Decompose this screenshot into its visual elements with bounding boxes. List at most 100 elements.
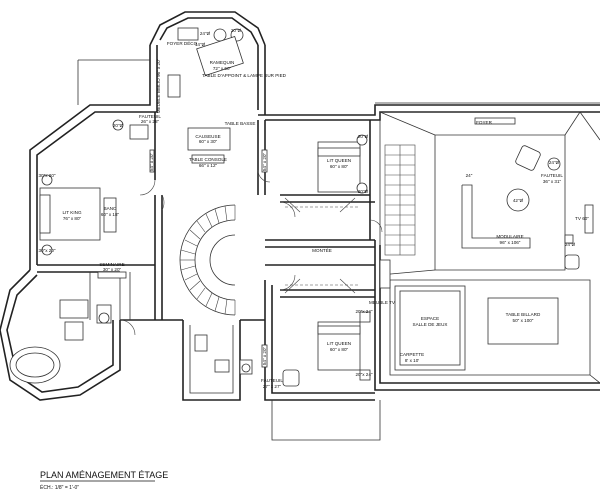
lbl-table-billard-size: 50" x 100" bbox=[513, 318, 534, 323]
lbl-fauteuil-right: FAUTEUIL bbox=[541, 173, 563, 178]
lbl-nightstand-b: 20"Ø bbox=[358, 189, 369, 194]
lbl-causeuse: CAUSEUSE bbox=[195, 134, 220, 139]
seminaire-shape bbox=[97, 271, 127, 279]
family-room-furniture bbox=[461, 117, 594, 270]
lbl-lit-queen-bot-size: 60" x 80" bbox=[330, 347, 349, 352]
bedside-top-shape bbox=[41, 174, 53, 186]
lbl-30x20-b: 30"x 20" bbox=[38, 248, 55, 253]
lbl-foyer: FOYER bbox=[476, 120, 493, 125]
lbl-lit-queen-top: LIT QUEEN bbox=[327, 158, 351, 163]
table-console-shape bbox=[191, 154, 225, 164]
modulaire-shape bbox=[461, 184, 531, 249]
meuble-biblio-shape bbox=[167, 74, 181, 98]
lbl-table-console: TABLE CONSOLE bbox=[189, 157, 227, 162]
lbl-lit-queen-bot: LIT QUEEN bbox=[327, 341, 351, 346]
side-chair-shape bbox=[564, 254, 580, 270]
central-spiral-staircase bbox=[179, 204, 236, 316]
lbl-24b: 24"Ø bbox=[565, 242, 576, 247]
meuble-54x20-b-shape bbox=[261, 149, 268, 173]
interior-walls bbox=[37, 112, 381, 320]
lbl-fauteuil-bot: FAUTEUIL bbox=[261, 378, 283, 383]
plan-title-block: PLAN AMÉNAGEMENT ÉTAGE ÉCH.: 1/8" = 1'-0… bbox=[40, 470, 168, 491]
foyer-shape bbox=[474, 117, 516, 125]
table-42-shape bbox=[506, 188, 530, 212]
lbl-42: 42"Ø bbox=[513, 198, 524, 203]
bathroom-fixtures bbox=[9, 299, 253, 384]
lbl-fauteuil-top-dim: 20"Ø bbox=[113, 123, 124, 128]
lbl-nightstand-c: 20"x 24" bbox=[355, 309, 372, 314]
lbl-ramequin-size: 72" x 60" bbox=[213, 66, 232, 71]
nightstand-b-shape bbox=[356, 182, 368, 194]
lbl-carpette-size: 8' x 10' bbox=[405, 358, 419, 363]
lbl-causeuse-size: 60" x 30" bbox=[199, 139, 218, 144]
lbl-fauteuil-right-size: 36" x 31" bbox=[543, 179, 562, 184]
lbl-meuble-tv: MEUBLE TV bbox=[369, 300, 396, 305]
lbl-nightstand-a: 20"Ø bbox=[358, 134, 369, 139]
master-bedroom-furniture bbox=[39, 174, 127, 279]
lbl-table-console-size: 66" x 12" bbox=[199, 163, 218, 168]
lbl-fauteuil-right-dim: 24"Ø bbox=[549, 160, 560, 165]
foyer-deco-shape bbox=[177, 27, 199, 41]
games-room-furniture bbox=[379, 259, 559, 371]
tv-unit-shape bbox=[584, 204, 594, 234]
fauteuil-top-table bbox=[112, 119, 124, 131]
bedside-bot-shape bbox=[41, 244, 53, 256]
ramequin-chair bbox=[196, 36, 244, 76]
door-swings bbox=[119, 169, 383, 336]
lbl-tv: TV 60" bbox=[575, 216, 589, 221]
lbl-stairs-note: MONTÉE bbox=[312, 247, 332, 253]
lbl-54x20-b: 54" x 20" bbox=[262, 152, 267, 171]
lbl-lit-king-size: 76" x 80" bbox=[63, 216, 82, 221]
lbl-20: 20"Ø bbox=[231, 28, 242, 33]
plan-title: PLAN AMÉNAGEMENT ÉTAGE bbox=[40, 470, 168, 480]
room-labels: 24"Ø 20"Ø FOYER DÉCO 14"Ø RAMEQUIN 72" x… bbox=[38, 28, 589, 389]
outer-walls bbox=[0, 11, 600, 441]
queen-bedroom-top-furniture bbox=[261, 134, 368, 194]
lbl-24: 24"Ø bbox=[200, 31, 211, 36]
lbl-fauteuil-top: FAUTEUIL bbox=[139, 114, 161, 119]
lbl-lit-queen-top-size: 60" x 80" bbox=[330, 164, 349, 169]
lbl-30x20-a: 30"x 20" bbox=[38, 173, 55, 178]
banc-shape bbox=[103, 197, 117, 233]
right-staircase bbox=[384, 144, 416, 256]
lbl-modulaire-size: 96" x 106" bbox=[500, 240, 521, 245]
lbl-24: 24" bbox=[466, 173, 473, 178]
nightstand-a-shape bbox=[356, 134, 368, 146]
fauteuil-right-table bbox=[547, 157, 561, 171]
lbl-54x20-a: 54" x 20" bbox=[149, 152, 154, 171]
lbl-14: 14"Ø bbox=[195, 42, 206, 47]
lbl-seminaire: SEMINAIRE bbox=[99, 262, 124, 267]
meuble-54x20-c-shape bbox=[261, 344, 268, 368]
lbl-lit-king: LIT KING bbox=[62, 210, 81, 215]
nightstand-c-shape bbox=[359, 311, 371, 323]
plan-scale: ÉCH.: 1/8" = 1'-0" bbox=[40, 484, 79, 491]
queen-bedroom-bottom-furniture bbox=[261, 311, 371, 387]
table-billard-shape bbox=[487, 297, 559, 345]
lbl-54x20-c: 54" x 20" bbox=[262, 346, 267, 365]
fauteuil-top-shape bbox=[129, 124, 149, 140]
lbl-banc: BANC bbox=[104, 206, 117, 211]
lbl-table-basse: TABLE BASSE bbox=[225, 121, 256, 126]
meuble-54x20-shape bbox=[149, 149, 155, 173]
living-area-furniture bbox=[112, 119, 231, 173]
causeuse-shape bbox=[187, 127, 231, 151]
meuble-tv-shape bbox=[379, 259, 391, 289]
nightstand-d-shape bbox=[359, 369, 371, 381]
lbl-carpette: CARPETTE bbox=[400, 352, 425, 357]
lbl-nightstand-d: 20"x 24" bbox=[355, 372, 372, 377]
lbl-modulaire: MODULAIRE bbox=[496, 234, 523, 239]
lbl-fauteuil-top-size: 26" x 28" bbox=[141, 119, 160, 124]
lbl-ramequin: RAMEQUIN bbox=[210, 60, 235, 65]
lbl-seminaire-size: 30" x 20" bbox=[103, 267, 122, 272]
lbl-table-lampe: TABLE D'APPOINT & LAMPE SUR PIED bbox=[202, 73, 287, 78]
tower-furniture bbox=[167, 27, 244, 98]
lbl-meuble-biblio: MEUBLE BIBLIO 96" x 20" bbox=[156, 58, 161, 113]
lbl-salle-de-jeux: SALLE DE JEUX bbox=[413, 322, 448, 327]
lbl-foyer-deco: FOYER DÉCO bbox=[167, 40, 198, 46]
tower-side-table-1 bbox=[213, 28, 227, 42]
lbl-espace: ESPACE bbox=[421, 316, 439, 321]
lbl-banc-size: 60" x 18" bbox=[101, 212, 120, 217]
fauteuil-right-shape bbox=[515, 145, 541, 171]
